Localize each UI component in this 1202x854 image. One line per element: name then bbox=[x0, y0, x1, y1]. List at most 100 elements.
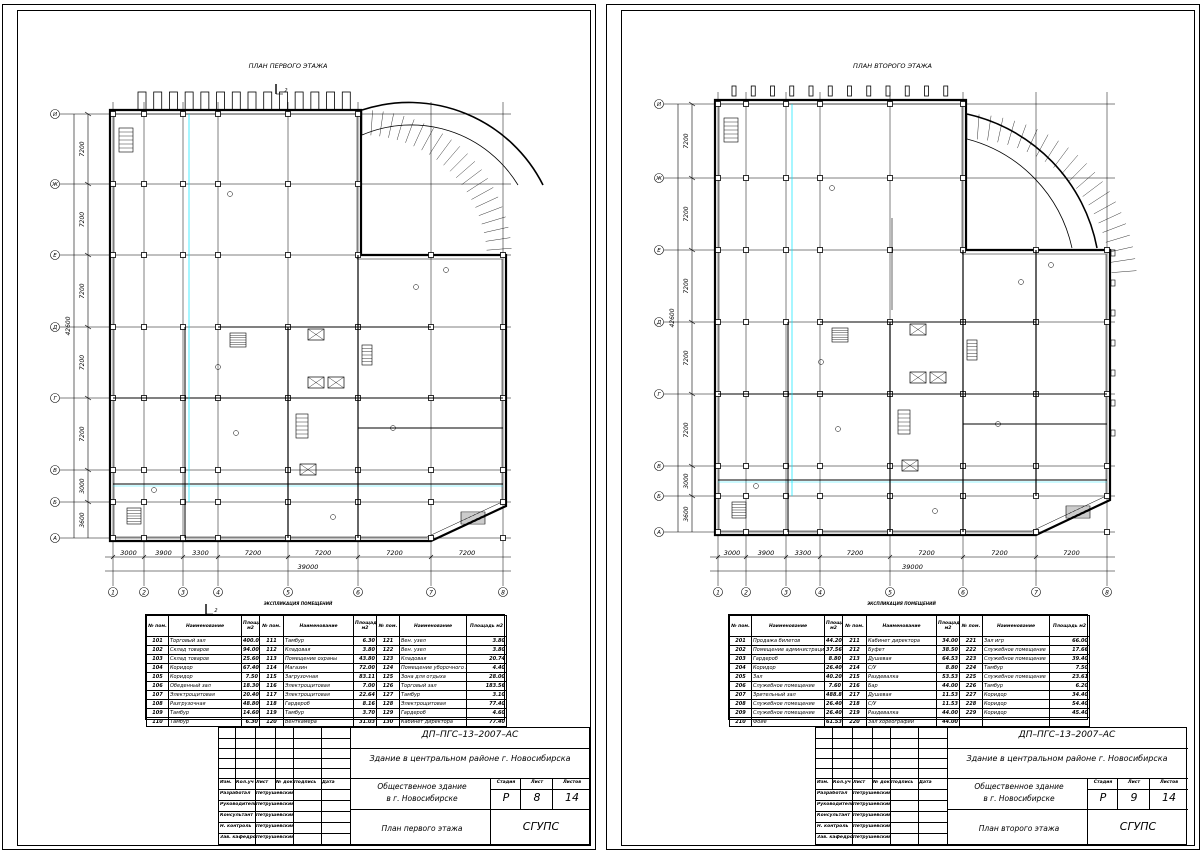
dimension-total-label: 39000 bbox=[298, 563, 319, 571]
room-number-marker bbox=[443, 267, 449, 273]
room-area: 3.80 bbox=[466, 636, 507, 646]
room-number: 109 bbox=[146, 708, 169, 718]
stair-tread bbox=[481, 216, 506, 225]
parapet-block bbox=[216, 91, 225, 111]
room-name: Зал bbox=[751, 672, 825, 682]
curved-stair-outer bbox=[966, 113, 1098, 249]
room-number: 107 bbox=[146, 690, 169, 700]
room-number: 213 bbox=[842, 654, 867, 664]
room-name: Тамбур bbox=[168, 708, 242, 718]
stair-tread bbox=[421, 128, 434, 151]
structural-column bbox=[110, 252, 116, 258]
axis-bubble bbox=[498, 587, 508, 597]
room-number: 111 bbox=[259, 636, 284, 646]
dimension-tick bbox=[355, 554, 361, 560]
structural-column bbox=[715, 529, 721, 535]
room-number: 224 bbox=[959, 663, 983, 673]
parapet-block bbox=[247, 91, 257, 111]
room-name: Вен. узел bbox=[399, 645, 467, 655]
room-area: 14.60 bbox=[241, 708, 260, 718]
explication-header: № пом. bbox=[959, 615, 983, 637]
dimension-label: 3300 bbox=[795, 549, 812, 557]
title-block-rule bbox=[219, 778, 350, 779]
structural-column bbox=[285, 111, 291, 117]
dimension-label: 7200 bbox=[683, 133, 690, 148]
room-name: Склад товаров bbox=[168, 645, 242, 655]
room-area: 8.80 bbox=[936, 663, 960, 673]
room-number: 204 bbox=[729, 663, 752, 673]
room-name: Склад товаров bbox=[168, 654, 242, 664]
room-name: Обеденный зал bbox=[168, 681, 242, 691]
parapet-block bbox=[184, 91, 194, 111]
stair-tread bbox=[1007, 120, 1015, 145]
structural-column bbox=[141, 252, 147, 258]
stair-tread bbox=[1069, 163, 1087, 182]
title-block-rule bbox=[490, 789, 591, 790]
title-block-rule bbox=[852, 728, 853, 789]
dimension-label: 3000 bbox=[79, 478, 86, 493]
room-area: 20.74 bbox=[466, 654, 507, 664]
dimension-label: 7200 bbox=[683, 278, 690, 293]
revision-header: Подпись bbox=[891, 780, 914, 785]
title-block-rule bbox=[350, 728, 351, 846]
room-number: 202 bbox=[729, 645, 752, 655]
axis-number-label: 2 bbox=[142, 590, 146, 597]
title-block-rule bbox=[490, 778, 491, 846]
elevator-cross bbox=[901, 459, 919, 472]
dimension-tick bbox=[960, 554, 966, 560]
stair-tread bbox=[466, 178, 488, 193]
title-block-rule bbox=[832, 728, 833, 789]
stair-tread bbox=[1044, 140, 1059, 162]
room-area: 3.80 bbox=[466, 645, 507, 655]
room-number: 128 bbox=[376, 699, 400, 709]
stair-tread bbox=[1111, 270, 1137, 273]
structural-column bbox=[141, 181, 147, 187]
room-area: 26.40 bbox=[824, 663, 843, 673]
signatory-name: Петрушевский bbox=[853, 835, 890, 840]
room-number-marker bbox=[390, 425, 396, 431]
axis-bubble bbox=[885, 587, 895, 597]
title-block-rule bbox=[1087, 789, 1188, 790]
dimension-label: 7200 bbox=[79, 355, 86, 370]
axis-bubble bbox=[50, 393, 60, 403]
structural-column bbox=[428, 499, 434, 505]
elevator-cross bbox=[307, 376, 325, 389]
stair-tread bbox=[1076, 171, 1096, 189]
stair-tread bbox=[1102, 223, 1127, 233]
structural-column bbox=[110, 535, 116, 541]
room-area: 26.40 bbox=[824, 708, 843, 718]
room-number: 125 bbox=[376, 672, 400, 682]
axis-letter-label: Д bbox=[52, 325, 58, 331]
structural-column bbox=[1104, 319, 1110, 325]
room-number: 228 bbox=[959, 699, 983, 709]
structural-column bbox=[355, 181, 361, 187]
curved-stair-outer bbox=[361, 101, 544, 186]
room-number: 208 bbox=[729, 699, 752, 709]
room-number: 205 bbox=[729, 672, 752, 682]
signatory-name: Петрушевский bbox=[256, 813, 293, 818]
dimension-label: 3300 bbox=[192, 549, 209, 557]
title-block-rule bbox=[350, 778, 591, 779]
explication-header: Наименование bbox=[168, 615, 242, 637]
room-area: 34.40 bbox=[1049, 690, 1090, 700]
room-area: 4.60 bbox=[466, 708, 507, 718]
signatory-name: Петрушевский bbox=[853, 824, 890, 829]
room-area: 31.03 bbox=[353, 717, 377, 727]
room-area: 64.53 bbox=[936, 654, 960, 664]
room-name: Душевая bbox=[866, 690, 937, 700]
room-area: 23.61 bbox=[1049, 672, 1090, 682]
structural-column bbox=[180, 252, 186, 258]
structural-column bbox=[180, 181, 186, 187]
axis-bubble bbox=[178, 587, 188, 597]
section-mark-label: 2 bbox=[284, 88, 287, 94]
revision-header: № док. bbox=[276, 780, 293, 785]
sheet-name: План второго этажа bbox=[978, 824, 1060, 833]
dimension-tick bbox=[743, 554, 749, 560]
axis-bubble bbox=[654, 389, 664, 399]
axis-bubble bbox=[781, 587, 791, 597]
room-number: 220 bbox=[842, 717, 867, 727]
axis-bubble bbox=[1102, 587, 1112, 597]
